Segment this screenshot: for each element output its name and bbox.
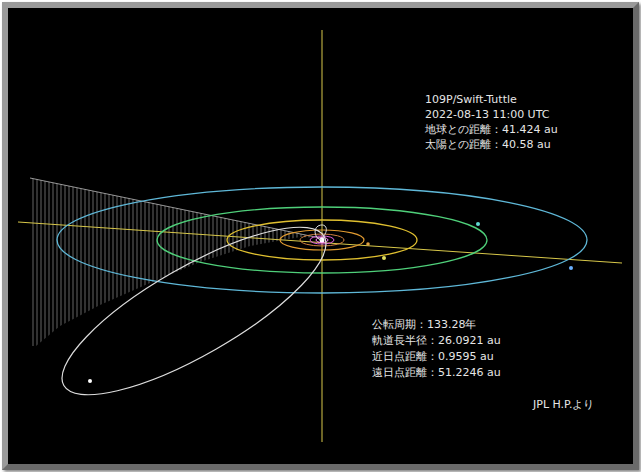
orbit-element: 公転周期：133.28年 xyxy=(372,318,477,331)
status-text: 太陽との距離：40.58 au xyxy=(425,138,551,151)
orbit-element: 遠日点距離：51.2246 au xyxy=(372,366,501,379)
orbit-element: 近日点距離：0.9595 au xyxy=(372,350,494,363)
orbit-element: 軌道長半径：26.0921 au xyxy=(372,334,501,347)
status-text: 109P/Swift-Tuttle xyxy=(425,93,517,106)
status-text: 地球との距離：41.424 au xyxy=(425,123,558,136)
source-note: JPL H.P.より xyxy=(533,398,595,411)
status-text: 2022-08-13 11:00 UTC xyxy=(425,108,549,121)
